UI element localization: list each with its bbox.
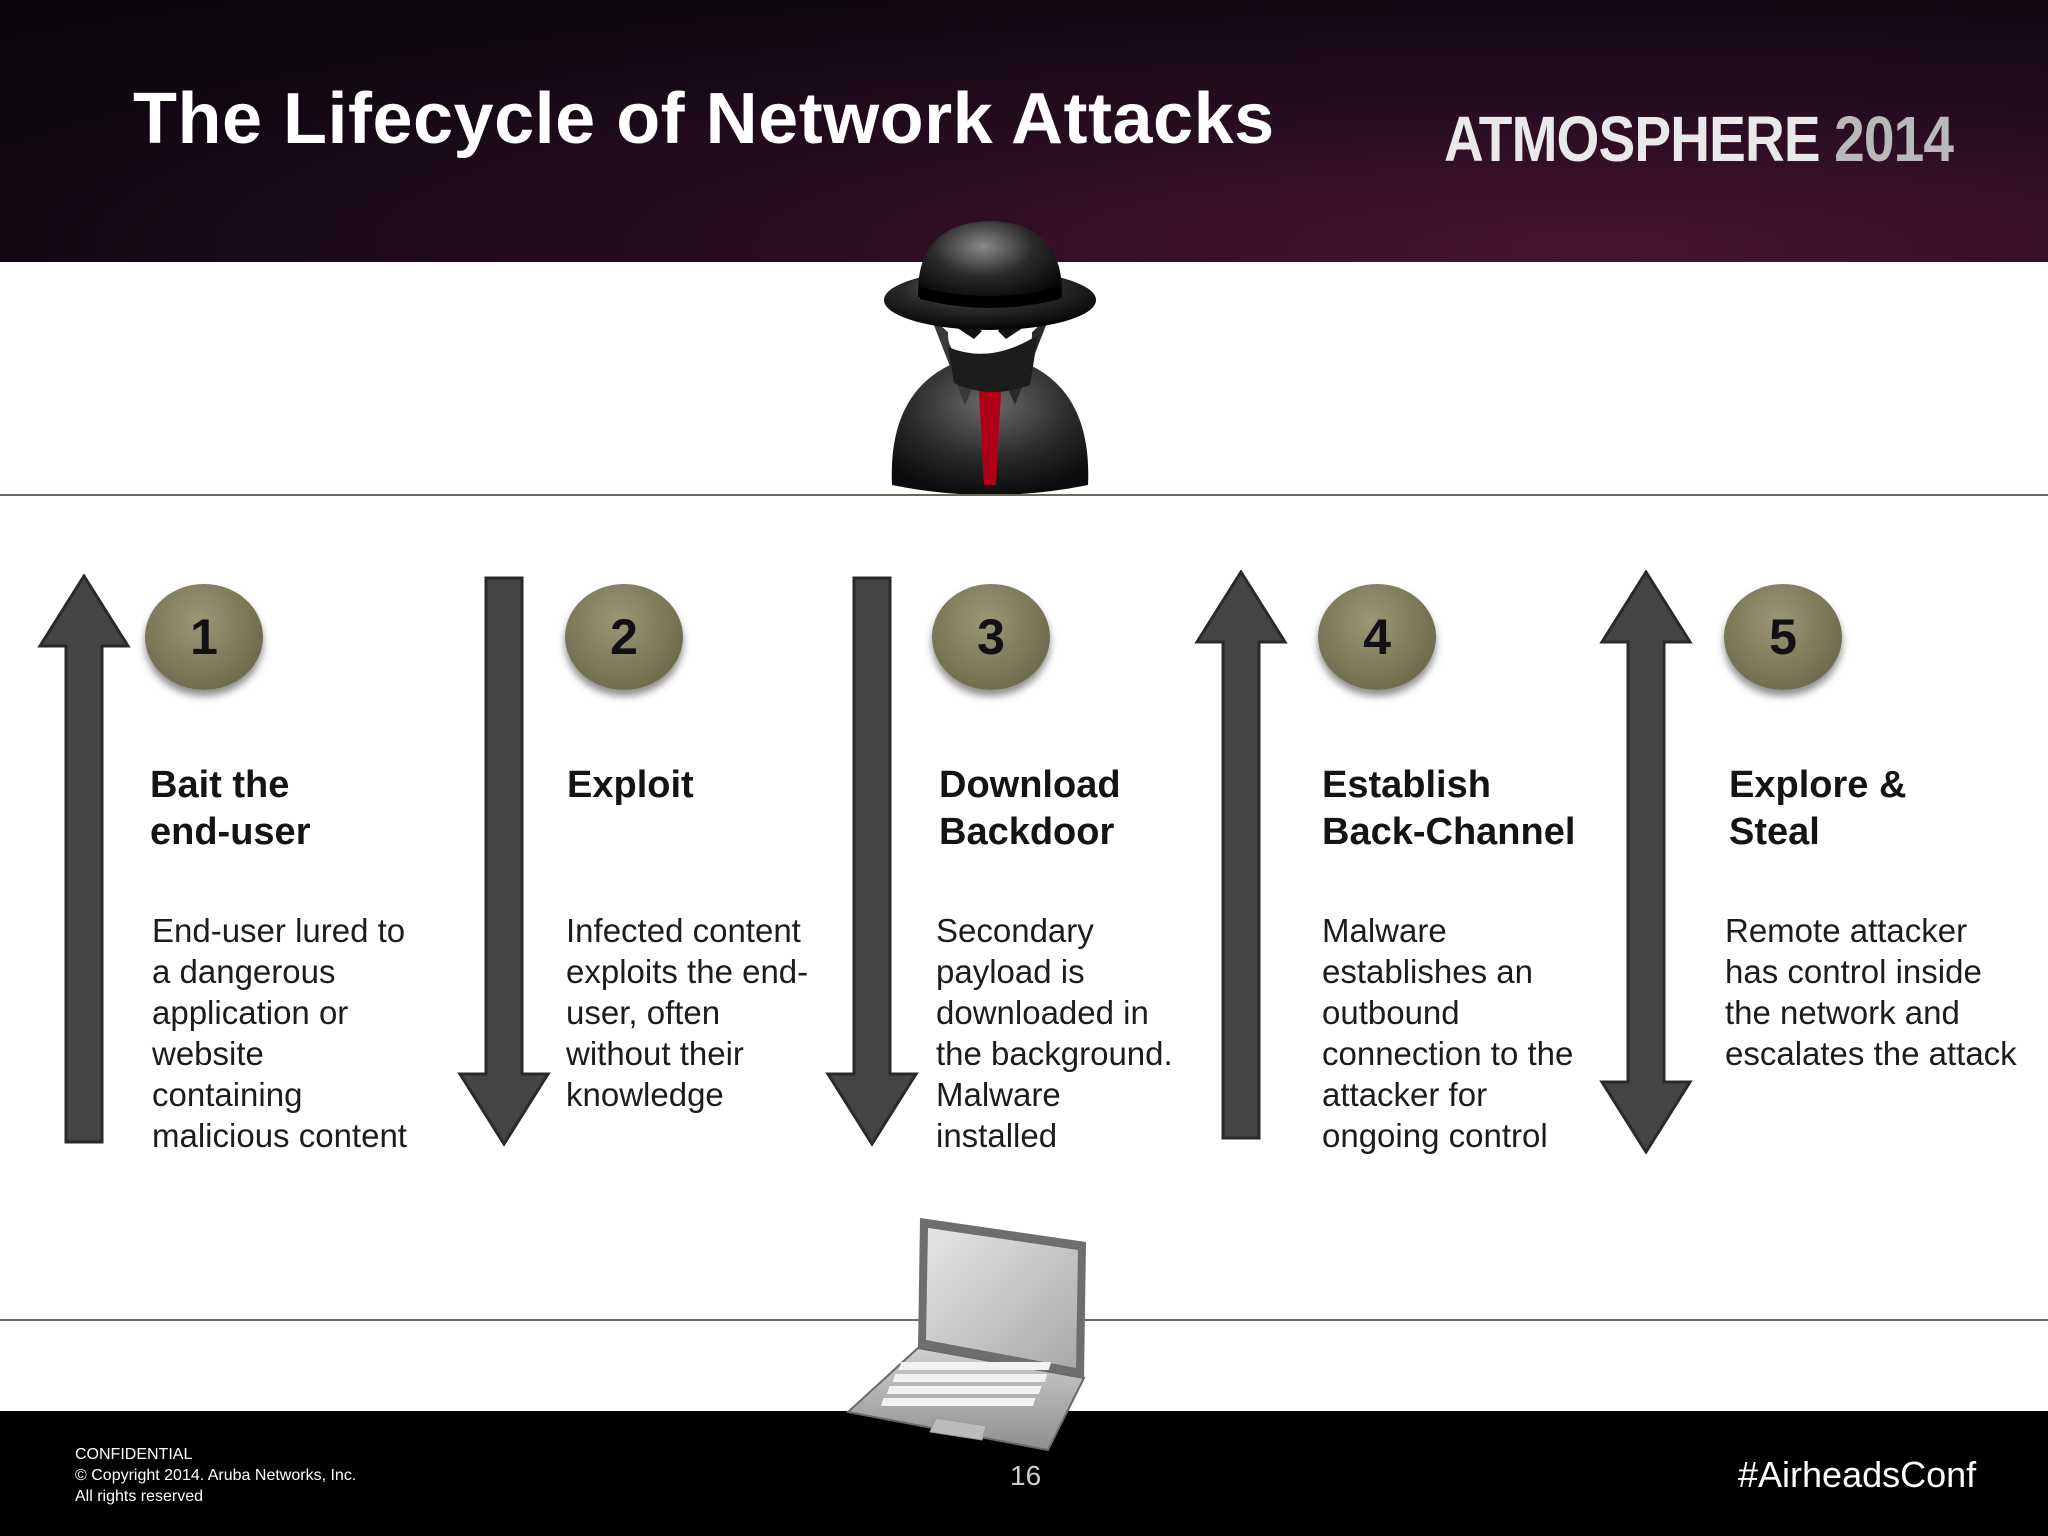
step-number-badge: 4: [1318, 584, 1436, 690]
copyright-notice: CONFIDENTIAL © Copyright 2014. Aruba Net…: [75, 1446, 357, 1505]
step-description: Remote attacker has control inside the n…: [1725, 912, 2017, 1072]
brand-year: 2014: [1834, 103, 1954, 175]
conference-hashtag: #AirheadsConf: [1738, 1454, 1977, 1495]
step-description: Infected content exploits the end- user,…: [566, 912, 809, 1113]
step-description: End-user lured to a dangerous applicatio…: [152, 912, 407, 1154]
step-number-badge: 3: [932, 584, 1050, 690]
hacker-icon: [884, 221, 1096, 495]
step-title: Explore & Steal: [1729, 764, 1907, 853]
step-title: Exploit: [567, 764, 694, 806]
up-arrow: [37, 574, 131, 1144]
header-band: The Lifecycle of Network Attacks ATMOSPH…: [0, 0, 2048, 262]
brand-word: ATMOSPHERE: [1444, 103, 1821, 175]
double-arrow: [1599, 570, 1693, 1154]
step-title: Bait the end-user: [150, 764, 311, 853]
step-title: Download Backdoor: [939, 764, 1121, 853]
down-arrow: [457, 576, 551, 1147]
brand-logo: ATMOSPHERE 2014: [1444, 102, 1954, 176]
step-title: Establish Back-Channel: [1322, 764, 1576, 853]
step-number-badge: 5: [1724, 584, 1842, 690]
slide-title: The Lifecycle of Network Attacks: [133, 79, 1275, 159]
step-number-badge: 1: [145, 584, 263, 690]
up-arrow: [1194, 570, 1288, 1140]
step-number-badge: 2: [565, 584, 683, 690]
page-number: 16: [1010, 1460, 1042, 1491]
step-description: Malware establishes an outbound connecti…: [1322, 912, 1574, 1154]
down-arrow: [825, 576, 919, 1147]
laptop-icon: [845, 1218, 1086, 1452]
top-divider: [0, 494, 2048, 496]
step-description: Secondary payload is downloaded in the b…: [936, 912, 1173, 1154]
